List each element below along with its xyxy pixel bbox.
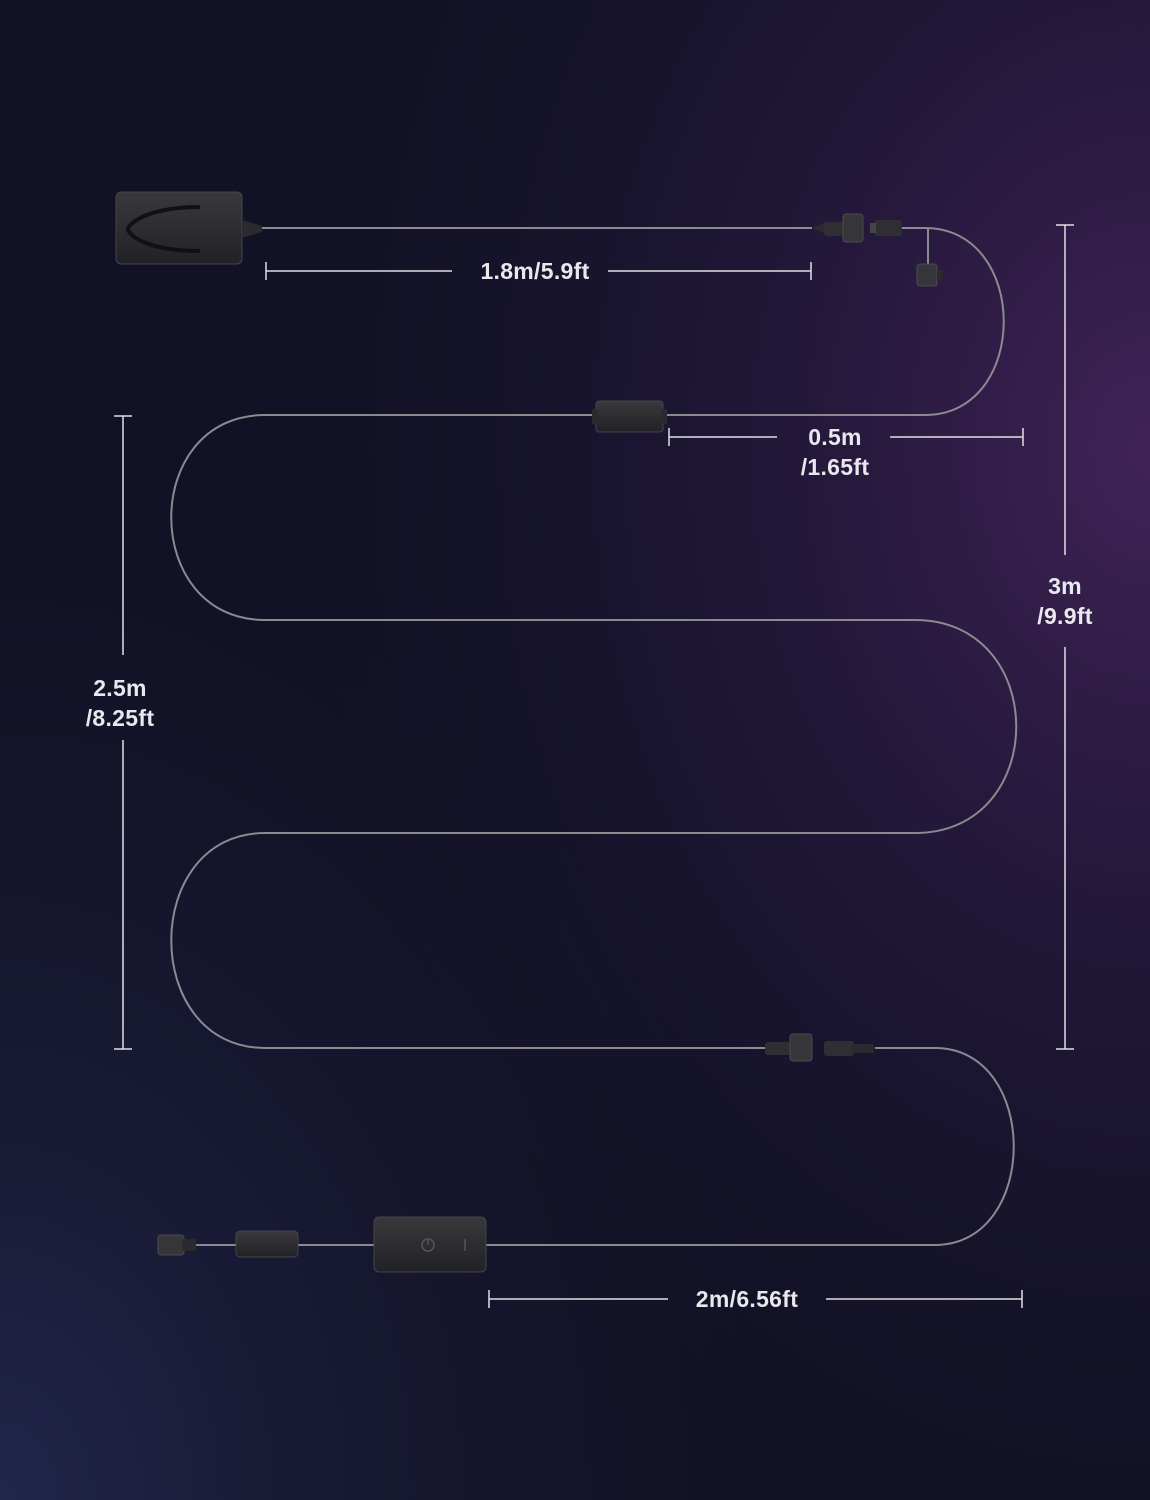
dim-line-extension <box>668 428 1024 446</box>
left-cable-length-label: 2.5m /8.25ft <box>85 675 155 731</box>
right-cable-length-label: 3m /9.9ft <box>1037 573 1093 629</box>
controller-cable-length-label: 2m/6.56ft <box>695 1286 799 1312</box>
end-cap <box>916 263 943 287</box>
inline-module <box>235 1230 299 1258</box>
lower-connector <box>765 1033 874 1062</box>
dim-line-left <box>114 415 132 1050</box>
power-adapter <box>115 191 262 265</box>
dim-line-right <box>1056 224 1074 1050</box>
extension-cable-length-label: 0.5m /1.65ft <box>800 424 870 480</box>
serpentine-cable <box>170 414 1018 1049</box>
plug-connector <box>157 1234 196 1256</box>
controller <box>373 1216 487 1273</box>
junction-box <box>592 400 667 433</box>
dim-line-controller <box>488 1290 1023 1308</box>
top-connector <box>812 213 902 243</box>
dim-line-adapter <box>265 262 812 280</box>
extension-cable <box>662 227 1005 416</box>
controller-cable <box>486 1047 1015 1246</box>
adapter-cable-length-label: 1.8m/5.9ft <box>480 258 590 284</box>
